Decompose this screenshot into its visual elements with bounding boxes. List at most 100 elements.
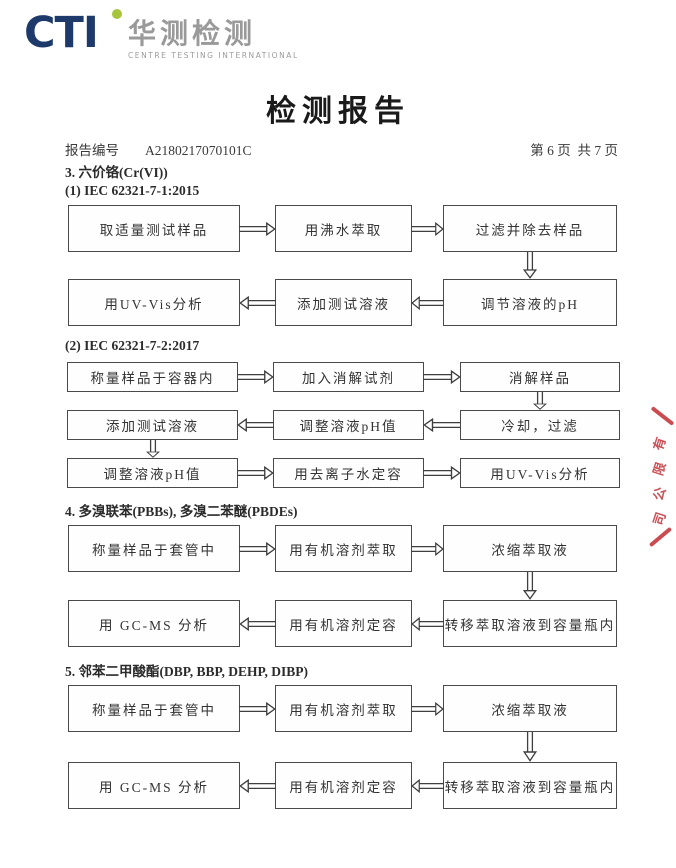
section-heading: (1) IEC 62321-7-1:2015 bbox=[65, 183, 200, 198]
arrow-down-icon bbox=[145, 440, 160, 458]
section-heading: 4. 多溴联苯(PBBs), 多溴二苯醚(PBDEs) bbox=[65, 504, 298, 519]
flow-box-label: 称量样品于套管中 bbox=[92, 702, 216, 718]
flow-box-label: 用有机溶剂定容 bbox=[289, 779, 398, 795]
arrow-down-icon bbox=[523, 732, 537, 762]
flow-box: 用沸水萃取 bbox=[275, 205, 412, 252]
arrow-left-icon bbox=[411, 295, 444, 310]
flow-box: 用有机溶剂萃取 bbox=[275, 685, 412, 732]
cti-logo-text: CTI bbox=[24, 8, 99, 58]
arrow-left-icon bbox=[411, 778, 444, 793]
flow-box: 称量样品于套管中 bbox=[68, 525, 240, 572]
arrow-right-icon bbox=[239, 701, 276, 716]
flow-box: 取适量测试样品 bbox=[68, 205, 240, 252]
flow-box-label: 用 GC-MS 分析 bbox=[98, 779, 209, 795]
flow-box-label: 添加测试溶液 bbox=[297, 296, 390, 312]
flow-box-label: 用有机溶剂萃取 bbox=[289, 702, 398, 718]
stamp-stroke-icon bbox=[648, 526, 673, 548]
report-number-value: A2180217070101C bbox=[145, 143, 252, 158]
arrow-down-icon bbox=[523, 252, 537, 279]
brand-name-cn: 华测检测 bbox=[128, 17, 257, 50]
flow-box-label: 称量样品于容器内 bbox=[90, 371, 215, 386]
arrow-left-icon bbox=[423, 418, 461, 432]
stamp-character: 公 bbox=[651, 485, 670, 503]
flow-box-label: 添加测试溶液 bbox=[106, 419, 199, 434]
flow-box-label: 用沸水萃取 bbox=[304, 222, 383, 238]
arrow-right-icon bbox=[411, 221, 444, 236]
flow-box: 加入消解试剂 bbox=[273, 362, 424, 392]
flow-box: 调节溶液的pH bbox=[443, 279, 617, 326]
cti-logo: CTI 华测检测 CENTRE TESTING INTERNATIONAL bbox=[24, 8, 297, 62]
flow-box-label: 调节溶液的pH bbox=[481, 296, 579, 312]
arrow-left-icon bbox=[239, 295, 276, 310]
flow-box-label: 用UV-Vis分析 bbox=[490, 467, 590, 482]
arrow-left-icon bbox=[411, 616, 444, 631]
flow-box: 用 GC-MS 分析 bbox=[68, 600, 240, 647]
flow-box: 用有机溶剂定容 bbox=[275, 600, 412, 647]
stamp-character: 有 bbox=[651, 435, 670, 453]
arrow-down-icon bbox=[533, 392, 547, 410]
flow-box-label: 冷却，过滤 bbox=[501, 419, 579, 434]
arrow-right-icon bbox=[411, 541, 444, 556]
flow-box: 转移萃取溶液到容量瓶内 bbox=[443, 600, 617, 647]
flow-box-label: 浓缩萃取液 bbox=[491, 542, 569, 558]
section-heading: (2) IEC 62321-7-2:2017 bbox=[65, 338, 200, 353]
flow-box: 称量样品于套管中 bbox=[68, 685, 240, 732]
flow-box: 浓缩萃取液 bbox=[443, 525, 617, 572]
flow-box: 添加测试溶液 bbox=[275, 279, 412, 326]
logo-green-dot-icon bbox=[112, 9, 122, 19]
report-number-row: 报告编号 A2180217070101C bbox=[65, 139, 252, 159]
flow-box-label: 称量样品于套管中 bbox=[92, 542, 216, 558]
arrow-down-icon bbox=[523, 572, 537, 600]
red-stamp: 有限公司 bbox=[646, 402, 676, 554]
flow-box: 用去离子水定容 bbox=[273, 458, 424, 488]
arrow-right-icon bbox=[411, 701, 444, 716]
flow-box-label: 用去离子水定容 bbox=[294, 467, 403, 482]
report-number-label: 报告编号 bbox=[65, 143, 119, 158]
arrow-right-icon bbox=[423, 370, 461, 384]
flow-box: 用有机溶剂定容 bbox=[275, 762, 412, 809]
flow-box: 浓缩萃取液 bbox=[443, 685, 617, 732]
arrow-left-icon bbox=[239, 616, 276, 631]
flow-box-label: 用UV-Vis分析 bbox=[104, 296, 204, 312]
flow-box-label: 浓缩萃取液 bbox=[491, 702, 569, 718]
flow-box-label: 用 GC-MS 分析 bbox=[98, 617, 209, 633]
flow-box: 用 GC-MS 分析 bbox=[68, 762, 240, 809]
flow-box: 冷却，过滤 bbox=[460, 410, 620, 440]
flow-box: 转移萃取溶液到容量瓶内 bbox=[443, 762, 617, 809]
flow-box-label: 转移萃取溶液到容量瓶内 bbox=[444, 779, 616, 795]
flow-box: 添加测试溶液 bbox=[67, 410, 238, 440]
flow-box-label: 消解样品 bbox=[509, 371, 571, 386]
arrow-left-icon bbox=[239, 778, 276, 793]
flow-box: 调整溶液pH值 bbox=[273, 410, 424, 440]
arrow-right-icon bbox=[239, 541, 276, 556]
flow-box-label: 用有机溶剂定容 bbox=[289, 617, 398, 633]
arrow-right-icon bbox=[239, 221, 276, 236]
flow-box: 用有机溶剂萃取 bbox=[275, 525, 412, 572]
arrow-left-icon bbox=[237, 418, 274, 432]
stamp-character: 限 bbox=[651, 460, 670, 478]
section-heading: 3. 六价铬(Cr(VI)) bbox=[65, 165, 168, 180]
flow-box-label: 用有机溶剂萃取 bbox=[289, 542, 398, 558]
flow-box-label: 调整溶液pH值 bbox=[103, 467, 202, 482]
flow-box-label: 过滤并除去样品 bbox=[475, 222, 585, 238]
stamp-character: 司 bbox=[651, 510, 670, 528]
arrow-right-icon bbox=[237, 370, 274, 384]
flow-box-label: 转移萃取溶液到容量瓶内 bbox=[444, 617, 616, 633]
flow-box: 用UV-Vis分析 bbox=[68, 279, 240, 326]
flow-box-label: 调整溶液pH值 bbox=[299, 419, 398, 434]
flow-box-label: 取适量测试样品 bbox=[99, 222, 209, 238]
page-indicator: 第 6 页 共 7 页 bbox=[530, 143, 618, 158]
flow-box: 调整溶液pH值 bbox=[67, 458, 238, 488]
brand-name-en: CENTRE TESTING INTERNATIONAL bbox=[128, 51, 299, 60]
flow-box: 消解样品 bbox=[460, 362, 620, 392]
arrow-right-icon bbox=[423, 466, 461, 480]
stamp-stroke-icon bbox=[650, 406, 675, 426]
flow-box: 过滤并除去样品 bbox=[443, 205, 617, 252]
flow-box-label: 加入消解试剂 bbox=[302, 371, 395, 386]
section-heading: 5. 邻苯二甲酸酯(DBP, BBP, DEHP, DIBP) bbox=[65, 664, 309, 679]
flow-box: 称量样品于容器内 bbox=[67, 362, 238, 392]
flow-box: 用UV-Vis分析 bbox=[460, 458, 620, 488]
brand-names: 华测检测 CENTRE TESTING INTERNATIONAL bbox=[128, 17, 299, 60]
arrow-right-icon bbox=[237, 466, 274, 480]
page-title: 检测报告 bbox=[266, 95, 410, 128]
